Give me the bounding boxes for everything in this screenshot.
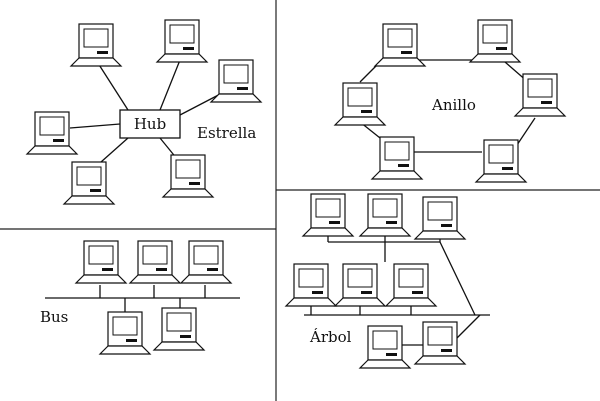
computer-icon bbox=[371, 136, 423, 180]
computer-icon bbox=[162, 154, 214, 198]
computer-icon bbox=[180, 240, 232, 284]
computer-icon bbox=[414, 196, 466, 240]
computer-icon bbox=[359, 193, 411, 237]
computer-icon bbox=[359, 325, 411, 369]
computer-icon bbox=[153, 307, 205, 351]
tree-label: Árbol bbox=[309, 328, 352, 346]
ring-topology: Anillo bbox=[334, 19, 566, 183]
hub-box bbox=[119, 109, 181, 139]
computer-icon bbox=[475, 139, 527, 183]
star-topology: Hub Estrella bbox=[26, 19, 262, 205]
bus-links bbox=[45, 285, 240, 312]
computer-icon bbox=[302, 193, 354, 237]
computer-icon bbox=[469, 19, 521, 63]
ring-label: Anillo bbox=[431, 96, 476, 114]
hub-label: Hub bbox=[134, 115, 166, 133]
bus-label: Bus bbox=[40, 308, 68, 326]
star-label: Estrella bbox=[197, 124, 256, 142]
computer-icon bbox=[414, 321, 466, 365]
computer-icon bbox=[75, 240, 127, 284]
computer-icon bbox=[514, 73, 566, 117]
computer-icon bbox=[285, 263, 337, 307]
computer-icon bbox=[334, 82, 386, 126]
computer-icon bbox=[210, 59, 262, 103]
computer-icon bbox=[129, 240, 181, 284]
computer-icon bbox=[99, 311, 151, 355]
computer-icon bbox=[374, 23, 426, 67]
computer-icon bbox=[63, 161, 115, 205]
bus-topology: Bus bbox=[40, 240, 240, 355]
computer-icon bbox=[70, 23, 122, 67]
computer-icon bbox=[156, 19, 208, 63]
computer-icon bbox=[26, 111, 78, 155]
computer-icon bbox=[334, 263, 386, 307]
computer-icon bbox=[385, 263, 437, 307]
tree-topology: Árbol bbox=[285, 193, 490, 369]
